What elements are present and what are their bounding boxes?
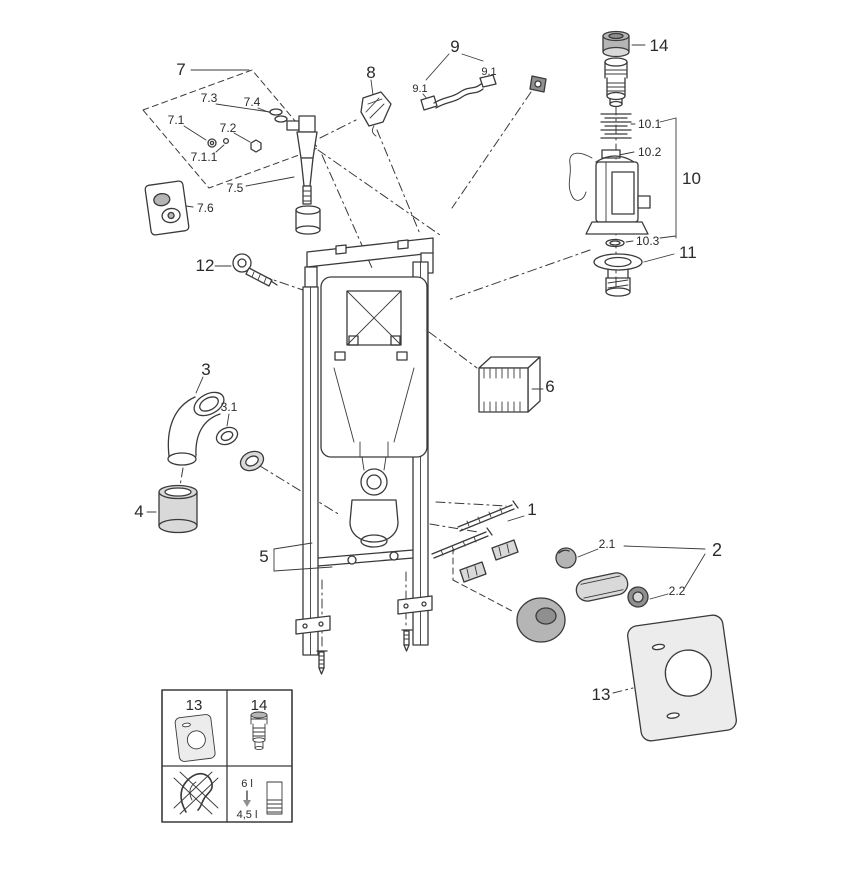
callout-7-4: 7.4 <box>244 95 261 109</box>
callout-1: 1 <box>527 500 536 519</box>
callout-7-3: 7.3 <box>201 91 218 105</box>
callout-9: 9 <box>450 37 459 56</box>
part-1-fixing-set <box>431 500 525 583</box>
callout-4: 4 <box>134 502 143 521</box>
callout-11: 11 <box>679 243 697 262</box>
part-6-protection-box <box>478 356 544 413</box>
legend-flush-volume-icon <box>243 781 283 815</box>
part-8-bracket <box>360 79 392 137</box>
callout-9-1-right: 9.1 <box>481 66 496 78</box>
part-11-valve-seat <box>593 253 675 297</box>
callout-2-1: 2.1 <box>599 537 616 551</box>
callout-8: 8 <box>366 63 375 82</box>
part-10-flush-valve <box>568 113 677 248</box>
part-7-fill-valve-kit <box>142 69 321 235</box>
callout-7-5: 7.5 <box>227 181 244 195</box>
part-12-hook-bolt <box>214 253 278 287</box>
part-4-sleeve <box>146 484 198 534</box>
callout-3: 3 <box>201 360 210 379</box>
part-13-insulation-mat <box>612 614 737 742</box>
part-7-6-seal-pack <box>144 180 190 236</box>
callout-7-2: 7.2 <box>220 121 237 135</box>
callout-10-1: 10.1 <box>638 117 662 131</box>
legend-header-14: 14 <box>251 697 268 714</box>
callout-3-1: 3.1 <box>221 400 238 414</box>
callout-5: 5 <box>259 547 268 566</box>
installation-frame <box>295 237 434 675</box>
legend-header-13: 13 <box>186 697 203 714</box>
leader-7-6 <box>185 205 194 208</box>
floor-screw-left <box>316 650 328 675</box>
callout-13: 13 <box>592 685 611 704</box>
fill-valve <box>286 115 321 235</box>
part-10-3-seal <box>605 238 625 248</box>
callout-7-6: 7.6 <box>197 201 214 215</box>
part-2-wall-fixing-set <box>516 545 706 643</box>
callout-6: 6 <box>545 377 554 396</box>
part-10-1-bellows <box>600 113 632 139</box>
part-14-pipe <box>602 30 646 108</box>
callout-14: 14 <box>650 36 669 55</box>
part-9-connection-hose <box>420 53 547 111</box>
legend-noise-insulation-icon <box>173 771 219 815</box>
legend-flush-reduced: 4,5 l <box>237 809 258 821</box>
part-3-outlet-elbow <box>167 376 265 472</box>
callout-7: 7 <box>176 60 185 79</box>
legend-flush-full: 6 l <box>241 778 253 790</box>
callout-10-3: 10.3 <box>636 234 660 248</box>
elbow-seal-ring <box>239 450 265 472</box>
part-5-leaders <box>273 542 333 572</box>
callout-2: 2 <box>712 540 722 560</box>
callout-10-2: 10.2 <box>638 145 662 159</box>
part-3-1-seal <box>215 426 239 446</box>
floor-screw-right <box>401 629 413 652</box>
callout-12: 12 <box>196 256 215 275</box>
callout-2-2: 2.2 <box>669 584 686 598</box>
callout-7-1: 7.1 <box>168 113 185 127</box>
callout-7-1-1: 7.1.1 <box>191 150 218 164</box>
legend-mat-icon <box>174 714 216 762</box>
legend-table <box>161 689 293 823</box>
legend-pipe-icon <box>250 711 268 751</box>
callout-10: 10 <box>682 169 701 188</box>
callout-labels: 7 7.3 7.4 7.1 7.2 7.1.1 7.5 7.6 8 9 9.1 … <box>134 36 722 821</box>
callout-9-1-left: 9.1 <box>412 83 427 95</box>
